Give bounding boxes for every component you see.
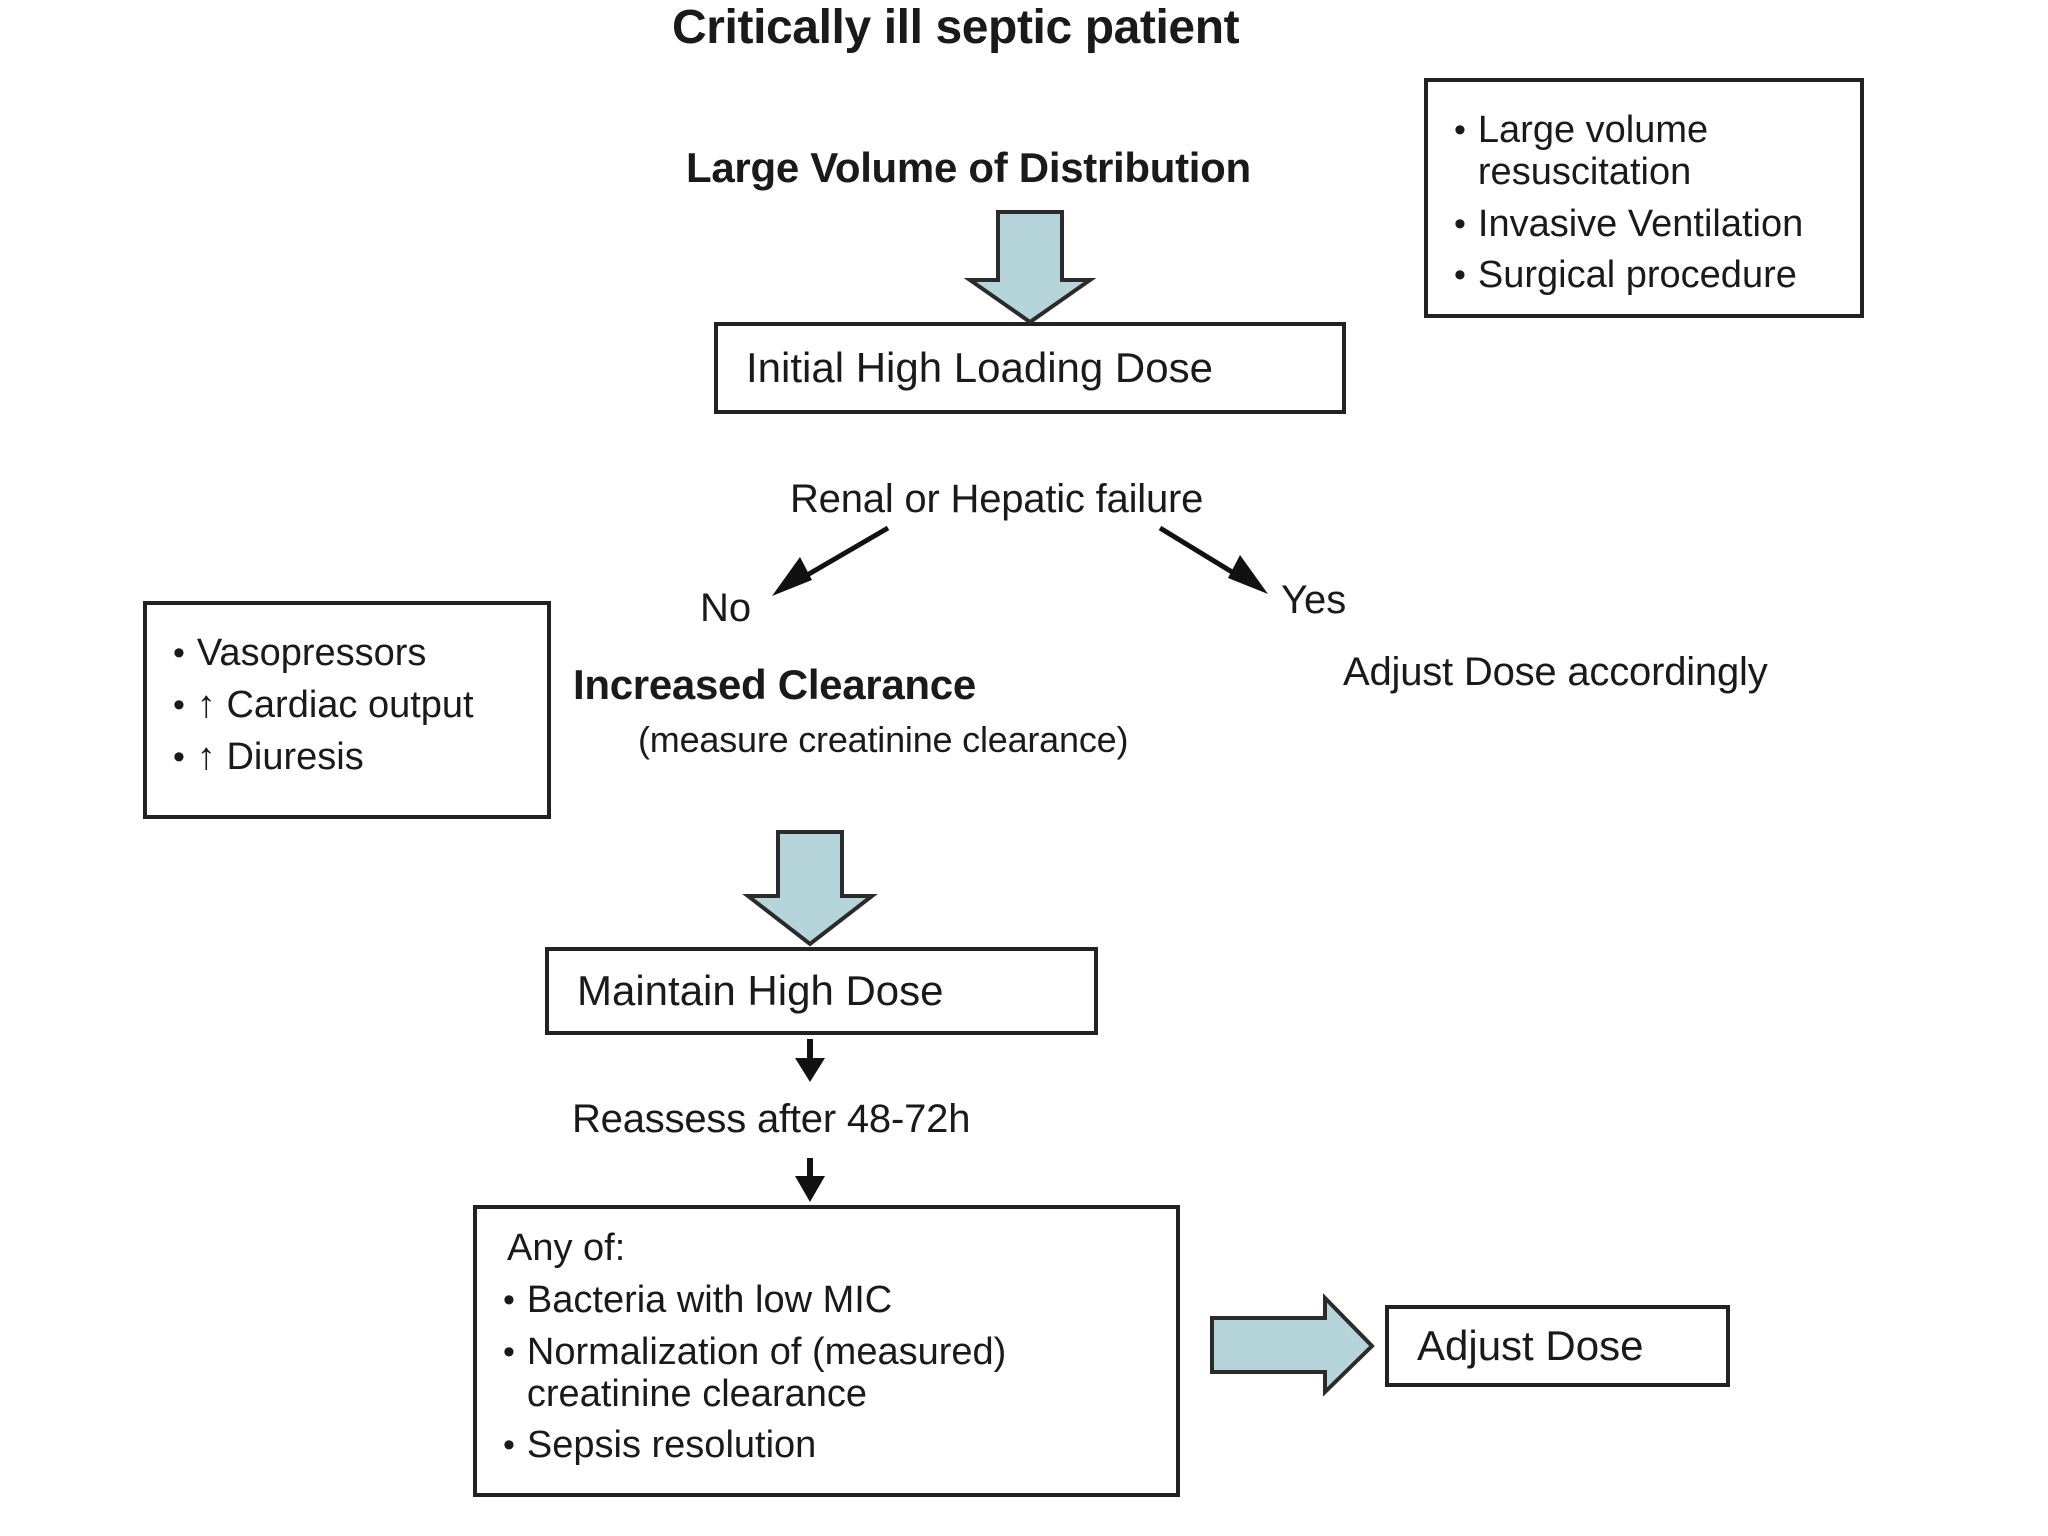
branch-arrow-no	[772, 525, 890, 596]
criteria-lead-label: Any of:	[507, 1227, 626, 1269]
page-title: Critically ill septic patient	[672, 1, 1240, 54]
bullet-icon: •	[1454, 256, 1466, 295]
outcome-adjust-dose-accordingly: Adjust Dose accordingly	[1343, 650, 1768, 694]
node-label: Maintain High Dose	[577, 967, 944, 1014]
branch-label-no: No	[700, 586, 752, 630]
list-item-label: Bacteria with low MIC	[526, 1279, 893, 1321]
list-item-label: Normalization of (measured) creatinine c…	[526, 1330, 1007, 1415]
connector-arrow-maintain-to-reassess	[795, 1039, 825, 1082]
list-item: • Surgical procedure	[1454, 255, 1842, 297]
list-item: • Invasive Ventilation	[1454, 202, 1842, 246]
list-item-label: Sepsis resolution	[526, 1424, 817, 1467]
criteria-list-box: Any of: • Bacteria with low MIC • Normal…	[473, 1205, 1180, 1497]
block-arrow-down-to-initial-dose	[963, 210, 1097, 325]
bullet-icon: •	[173, 685, 185, 724]
list-item: • ↑ Diuresis	[173, 735, 529, 779]
list-item-label: Invasive Ventilation	[1477, 202, 1804, 245]
clearance-drivers-list-box: • Vasopressors • ↑ Cardiac output • ↑ Di…	[143, 601, 551, 819]
node-maintain-high-dose: Maintain High Dose	[545, 947, 1098, 1035]
list-item-label: Surgical procedure	[1477, 254, 1797, 297]
list-item-label: Vasopressors	[196, 632, 427, 674]
list-item: • Normalization of (measured) creatinine…	[503, 1330, 1158, 1416]
block-arrow-down-to-maintain-dose	[742, 830, 878, 947]
decision-question: Renal or Hepatic failure	[790, 477, 1204, 521]
node-label: Adjust Dose	[1417, 1322, 1644, 1369]
list-item: • Sepsis resolution	[503, 1425, 1158, 1467]
branch-arrow-yes	[1158, 525, 1268, 594]
bullet-icon: •	[1454, 111, 1466, 149]
list-item-label: ↑ Diuresis	[196, 735, 364, 778]
node-initial-high-loading-dose: Initial High Loading Dose	[714, 322, 1346, 414]
connector-arrow-reassess-to-criteria	[795, 1158, 825, 1202]
list-item: • Vasopressors	[173, 632, 529, 675]
increased-clearance-note: (measure creatinine clearance)	[638, 719, 1129, 760]
bullet-icon: •	[173, 737, 185, 776]
node-adjust-dose: Adjust Dose	[1385, 1305, 1730, 1387]
subtitle-large-volume-of-distribution: Large Volume of Distribution	[686, 144, 1251, 191]
list-item: • Bacteria with low MIC	[503, 1279, 1158, 1322]
causes-list-box: • Large volume resuscitation • Invasive …	[1424, 78, 1864, 318]
bullet-icon: •	[1454, 204, 1466, 243]
bullet-icon: •	[503, 1332, 515, 1371]
list-item-label: ↑ Cardiac output	[196, 683, 474, 726]
node-label: Initial High Loading Dose	[746, 344, 1213, 391]
reassess-label: Reassess after 48-72h	[572, 1097, 971, 1141]
bullet-icon: •	[503, 1426, 515, 1465]
bullet-icon: •	[503, 1281, 515, 1319]
list-item: • Large volume resuscitation	[1454, 109, 1842, 194]
list-item-label: Large volume resuscitation	[1477, 109, 1709, 193]
branch-label-yes: Yes	[1281, 578, 1347, 622]
increased-clearance-heading: Increased Clearance	[573, 661, 976, 708]
bullet-icon: •	[173, 634, 185, 672]
block-arrow-right-to-adjust-dose	[1210, 1293, 1375, 1397]
list-item: • ↑ Cardiac output	[173, 683, 529, 727]
